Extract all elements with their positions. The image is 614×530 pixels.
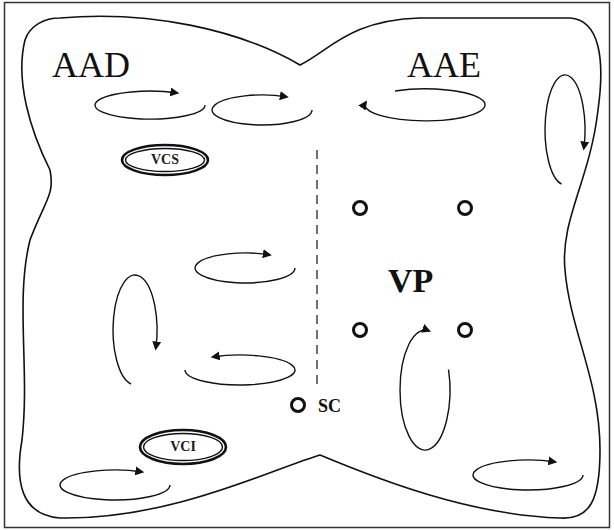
orifice-outer-ring bbox=[122, 145, 208, 175]
vein-orifice: VCS bbox=[120, 143, 210, 177]
orifice-inner-ring bbox=[144, 434, 223, 461]
coronary-sinus-orifice bbox=[292, 399, 305, 412]
atria-outline bbox=[19, 16, 600, 518]
reentry-loop bbox=[400, 330, 450, 450]
vein-orifice: VCI bbox=[138, 428, 228, 466]
reentry-loop bbox=[212, 95, 312, 125]
reentry-loop bbox=[473, 460, 583, 490]
pulmonary-vein-orifice bbox=[459, 202, 472, 215]
vein-label: VCI bbox=[170, 439, 196, 454]
reentry-loop bbox=[545, 75, 585, 184]
reentry-loop bbox=[195, 253, 295, 283]
orifice-inner-ring bbox=[126, 149, 205, 172]
region-label: AAD bbox=[52, 47, 130, 83]
pulmonary-vein-orifice bbox=[354, 324, 367, 337]
pulmonary-vein-orifice bbox=[354, 202, 367, 215]
vein-label: VCS bbox=[151, 152, 179, 167]
frame bbox=[5, 3, 610, 528]
septum-line bbox=[316, 150, 317, 385]
reentry-loop bbox=[113, 275, 157, 384]
reentry-loop bbox=[365, 89, 485, 121]
reentry-loop bbox=[60, 470, 170, 500]
region-label: VP bbox=[388, 264, 433, 298]
reentry-loop bbox=[185, 355, 295, 385]
orifice-outer-ring bbox=[140, 430, 226, 464]
region-label: AAE bbox=[407, 47, 481, 83]
reentry-loop bbox=[95, 91, 205, 119]
structure-label: SC bbox=[318, 397, 341, 415]
pulmonary-vein-orifice bbox=[459, 324, 472, 337]
